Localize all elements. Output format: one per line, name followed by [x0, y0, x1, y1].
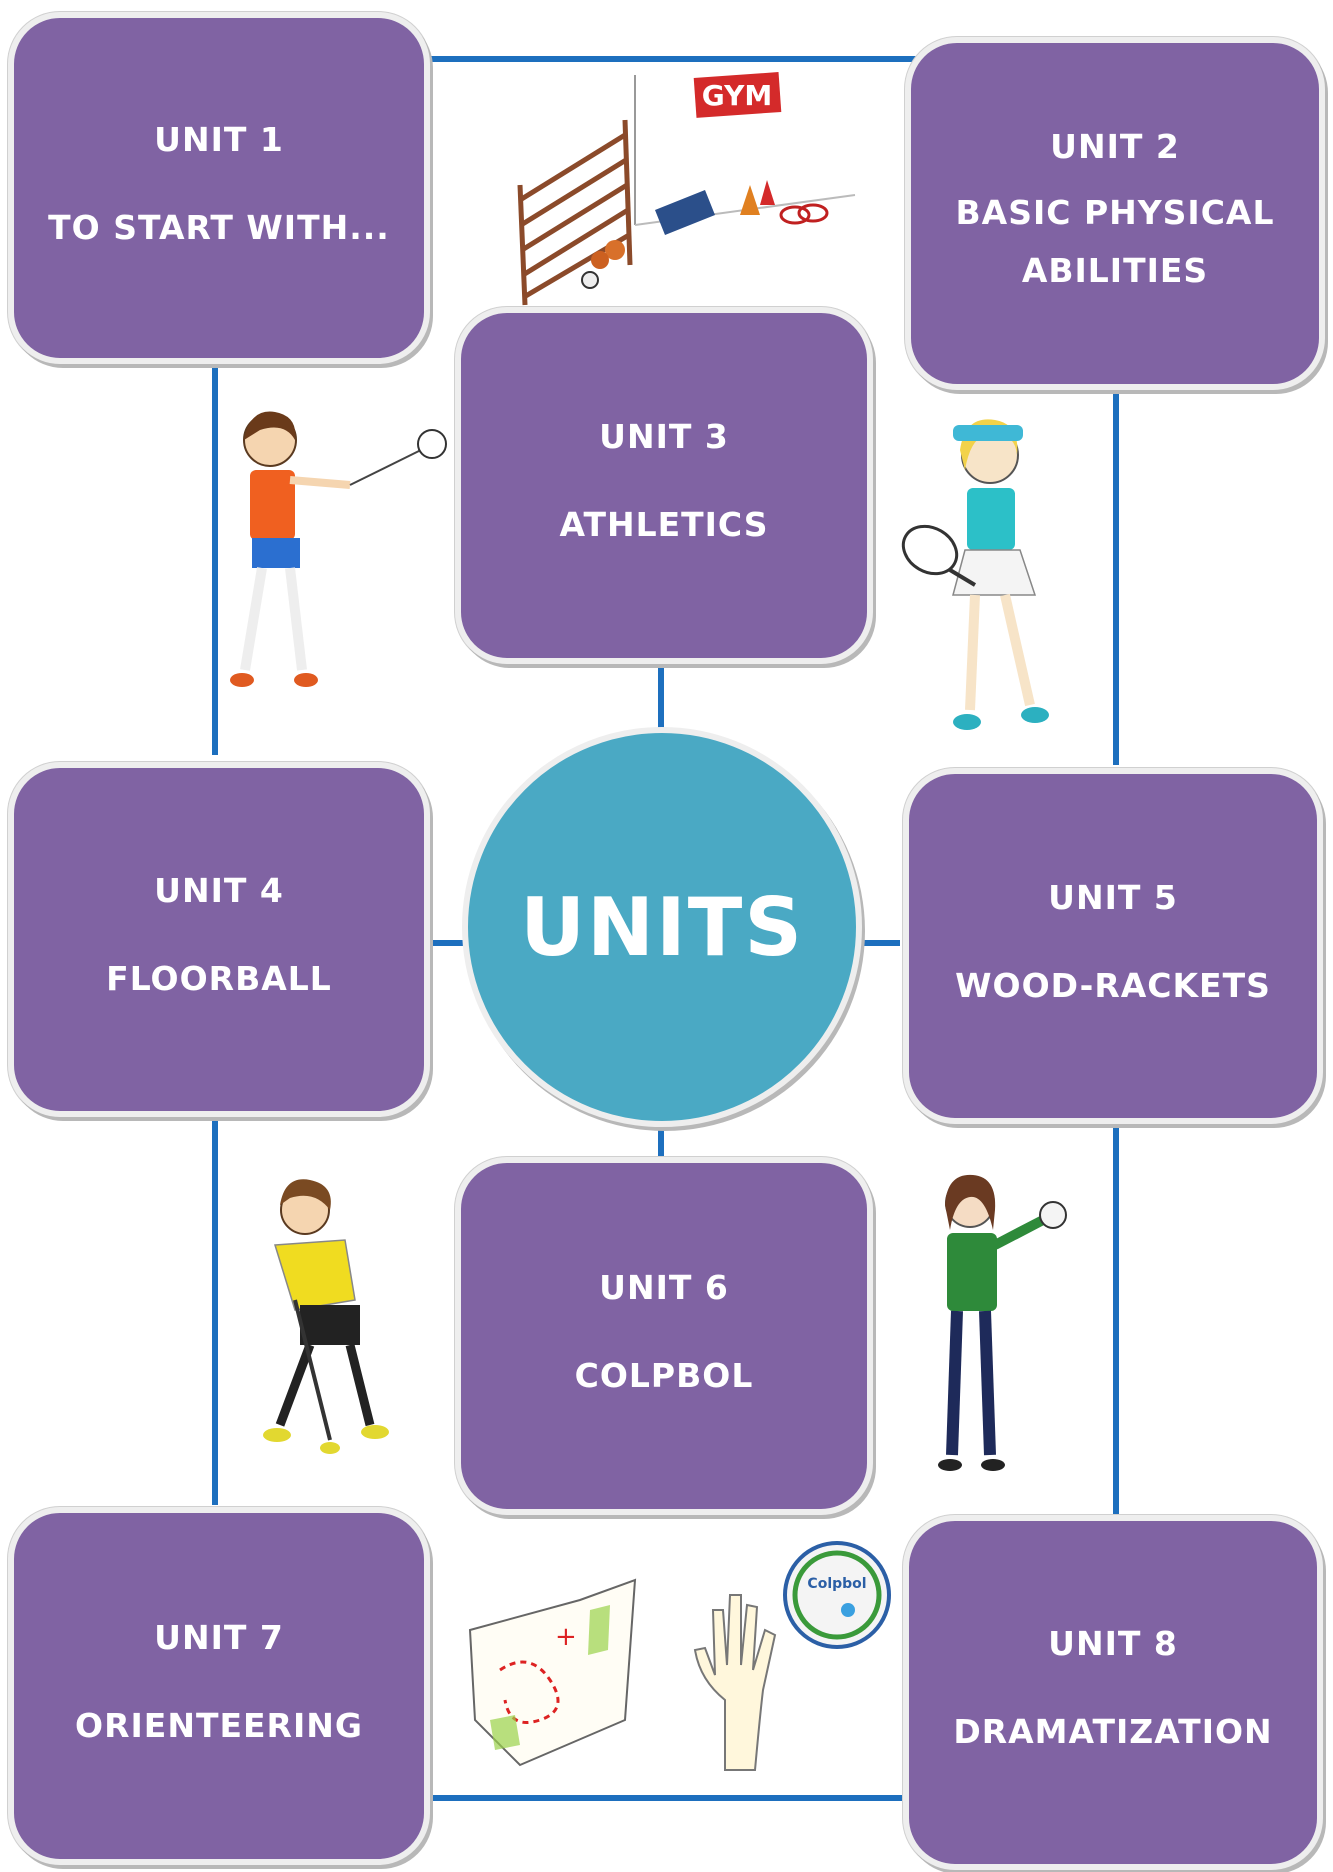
- connector-bottom: [420, 1795, 920, 1801]
- actress-illustration: [938, 1174, 1067, 1471]
- unit-7-box: UNIT 7 ORIENTEERING: [8, 1507, 430, 1865]
- colpbol-ball-illustration: Colpbol: [783, 1541, 891, 1649]
- connector-top: [430, 56, 920, 62]
- floorball-boy-illustration: [263, 1179, 389, 1454]
- map-illustration: +: [468, 1578, 637, 1767]
- unit-2-number: UNIT 2: [1050, 127, 1180, 166]
- connector-unit4-center: [425, 940, 465, 946]
- unit-1-box: UNIT 1 TO START WITH...: [8, 12, 430, 364]
- unit-8-box: UNIT 8 DRAMATIZATION: [903, 1515, 1323, 1870]
- unit-1-number: UNIT 1: [154, 119, 284, 159]
- hand-illustration: [693, 1594, 777, 1771]
- unit-2-box: UNIT 2 BASIC PHYSICAL ABILITIES: [905, 37, 1325, 390]
- unit-3-name: ATHLETICS: [559, 505, 769, 544]
- unit-7-name: ORIENTEERING: [75, 1705, 363, 1745]
- connector-unit3-center: [658, 660, 664, 730]
- tennis-girl-illustration: [901, 419, 1049, 730]
- unit-6-name: COLPBOL: [574, 1355, 754, 1395]
- unit-5-box: UNIT 5 WOOD-RACKETS: [903, 768, 1323, 1124]
- gym-illustration: GYM: [517, 72, 856, 306]
- unit-6-number: UNIT 6: [599, 1267, 729, 1307]
- unit-3-number: UNIT 3: [599, 417, 729, 456]
- hammer-throw-boy-illustration: [230, 411, 447, 687]
- unit-7-number: UNIT 7: [154, 1617, 284, 1657]
- gym-sign-text: GYM: [702, 79, 773, 112]
- unit-4-box: UNIT 4 FLOORBALL: [8, 762, 430, 1117]
- unit-2-name: BASIC PHYSICAL ABILITIES: [955, 193, 1275, 290]
- units-center-label: UNITS: [520, 880, 804, 974]
- unit-8-number: UNIT 8: [1048, 1624, 1178, 1663]
- unit-5-name: WOOD-RACKETS: [955, 965, 1271, 1005]
- connector-right-lower: [1113, 1120, 1119, 1520]
- unit-8-name: DRAMATIZATION: [953, 1712, 1273, 1751]
- ball-text: Colpbol: [807, 1576, 866, 1592]
- connector-center-unit5: [860, 940, 900, 946]
- svg-text:+: +: [555, 1622, 577, 1652]
- unit-4-number: UNIT 4: [154, 871, 284, 910]
- unit-4-name: FLOORBALL: [106, 959, 332, 998]
- unit-1-name: TO START WITH...: [48, 207, 390, 247]
- connector-left-upper: [212, 355, 218, 755]
- connector-left-lower: [212, 1115, 218, 1505]
- connector-right-upper: [1113, 385, 1119, 765]
- unit-6-box: UNIT 6 COLPBOL: [455, 1157, 873, 1515]
- units-center-circle: UNITS: [462, 727, 862, 1127]
- unit-3-box: UNIT 3 ATHLETICS: [455, 307, 873, 664]
- unit-5-number: UNIT 5: [1048, 877, 1178, 917]
- connector-center-unit6: [658, 1124, 664, 1160]
